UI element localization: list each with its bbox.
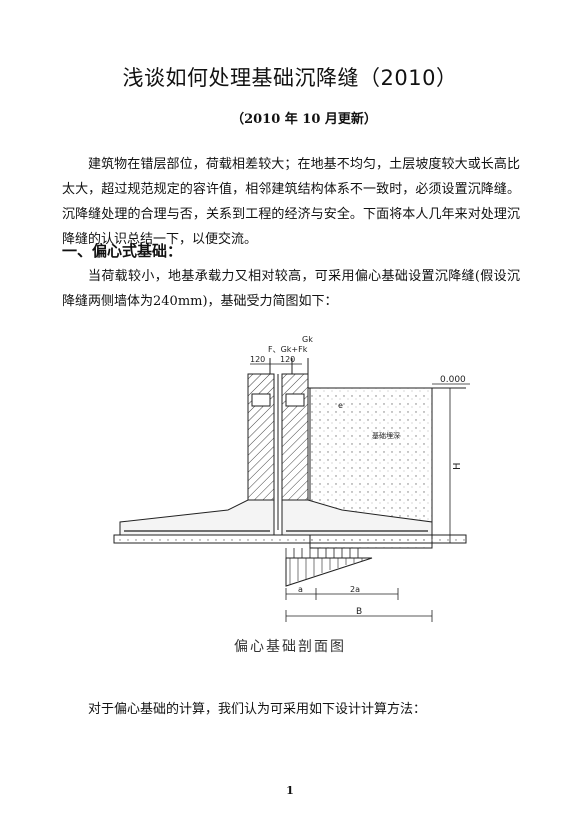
intro-paragraph: 建筑物在错层部位，荷载相差较大；在地基不均匀，土层坡度较大或长高比太大，超过规范…: [62, 157, 520, 247]
left-footing: [119, 499, 275, 536]
width-label: B: [356, 607, 362, 617]
dim-left-label: 120: [250, 355, 265, 364]
eccentric-foundation-diagram: F、Gk+Fk Gk 120 120 H 0.000 e 基础埋深: [113, 335, 470, 622]
page-number: 1: [286, 784, 294, 797]
bedding-layer: [113, 534, 467, 544]
section-body-paragraph: 当荷载较小，地基承载力又相对较高，可采用偏心基础设置沉降缝(假设沉降缝两侧墙体为…: [62, 269, 520, 309]
document-title: 浅谈如何处理基础沉降缝（2010）: [122, 66, 458, 90]
pressure-arrows: [285, 548, 359, 558]
load-label-gk: Gk: [302, 335, 313, 344]
two-a-label: 2a: [350, 585, 360, 594]
a-label: a: [298, 585, 303, 594]
eccentricity-label: e: [338, 401, 343, 410]
after-figure-paragraph: 对于偏心基础的计算，我们认为可采用如下设计计算方法：: [88, 702, 427, 717]
pressure-diagram: [285, 557, 373, 587]
height-label: H: [452, 462, 463, 470]
section-heading: 一、偏心式基础：: [62, 242, 183, 260]
document-subtitle: （2010 年 10 月更新）: [231, 112, 377, 127]
soil-label: 基础埋深: [372, 431, 400, 440]
figure-caption: 偏心基础剖面图: [234, 639, 346, 655]
dim-right-label: 120: [280, 355, 295, 364]
load-label: F、Gk+Fk: [268, 345, 308, 354]
elevation-label: 0.000: [440, 375, 466, 385]
